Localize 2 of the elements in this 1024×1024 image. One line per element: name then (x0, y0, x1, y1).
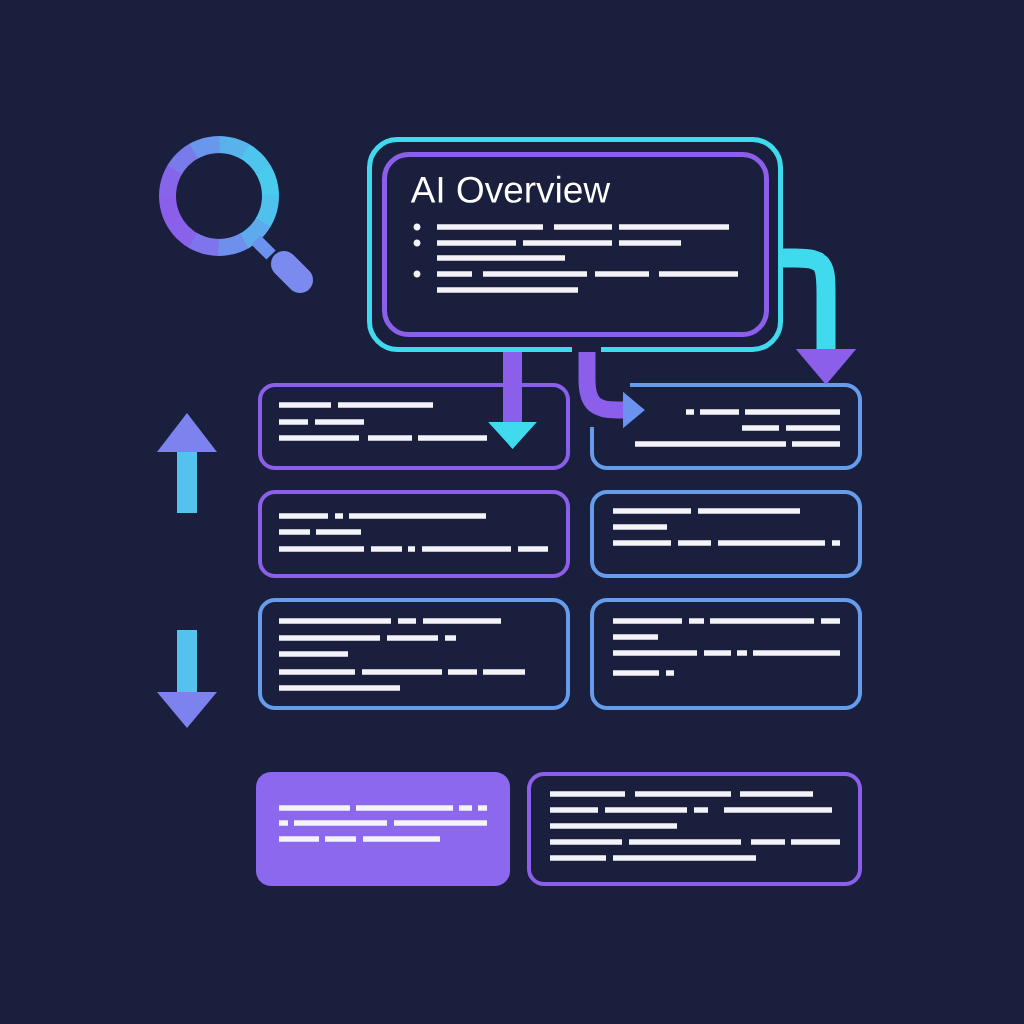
outer-frame (367, 137, 783, 352)
heading: AI Overview (410, 175, 611, 203)
